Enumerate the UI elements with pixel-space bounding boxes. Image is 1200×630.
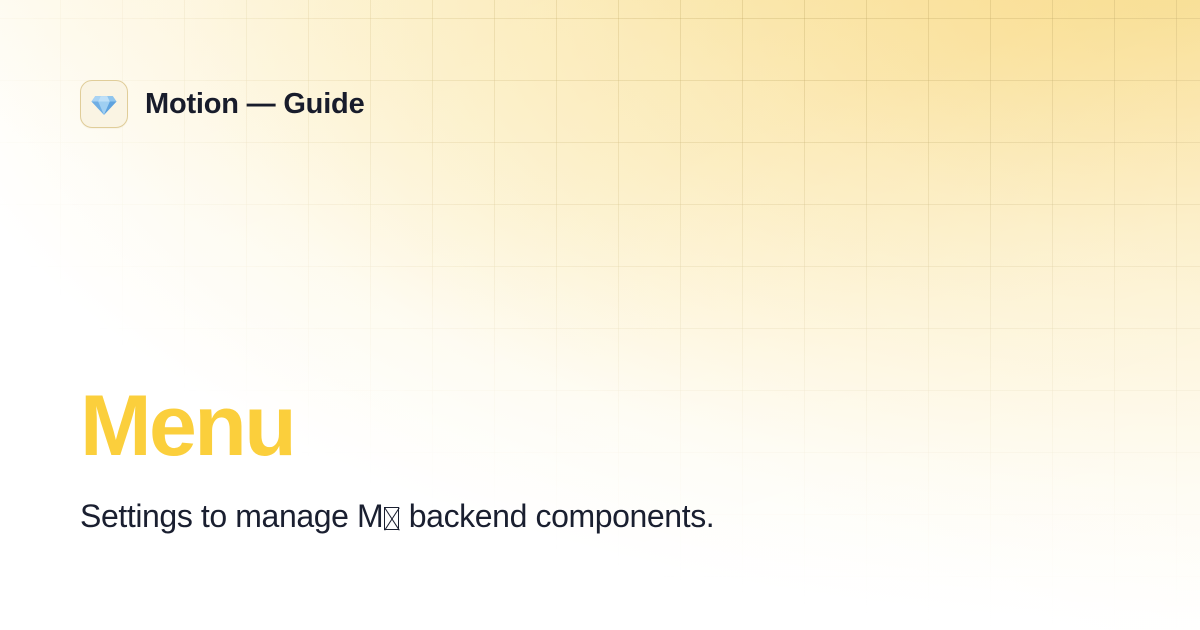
- page-subtitle-text-before: Settings to manage M: [80, 498, 384, 534]
- brand-lockup: Motion — Guide: [80, 80, 365, 128]
- gem-stone-icon: [91, 96, 117, 115]
- page-subtitle-text-after: backend components.: [400, 498, 715, 534]
- missing-glyph-box-icon: [384, 507, 400, 530]
- brand-title: Motion — Guide: [145, 87, 365, 120]
- page-subtitle: Settings to manage M backend components.: [80, 498, 715, 535]
- brand-badge: [80, 80, 128, 128]
- hero-block: Menu Settings to manage M backend compon…: [80, 378, 715, 535]
- page-title: Menu: [80, 378, 297, 474]
